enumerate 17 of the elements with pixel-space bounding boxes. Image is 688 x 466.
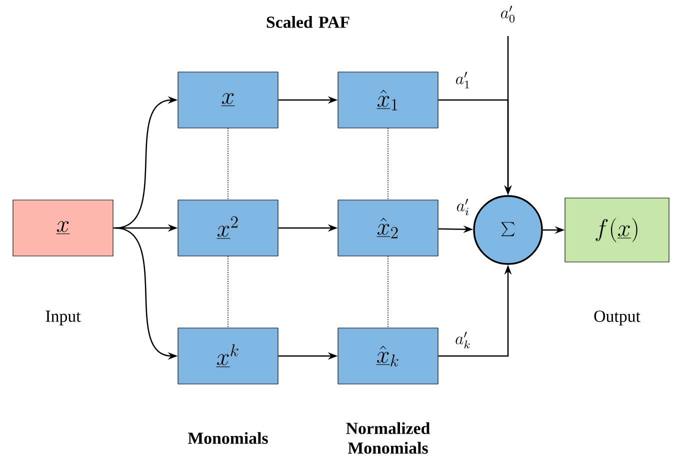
input-box: $\underline{x}$ [12,200,114,256]
edge-label: $a'_k$ [454,330,472,350]
node-caption: Input [46,310,81,326]
process-box: $\hat{\underline{x}}_2$ [338,200,438,256]
output-box: $f(\underline{x})$ [564,198,670,262]
column-label: Monomials [188,432,268,444]
column-label: Normalized Monomials [346,422,430,454]
edge-label: $a'_1$ [454,70,472,90]
process-box: $\hat{\underline{x}}_k$ [338,328,438,384]
process-box: $\underline{x}^2$ [178,200,278,256]
process-box: $\hat{\underline{x}}_1$ [338,72,438,128]
edge-label: $a'_i$ [454,197,472,217]
edge-label: $a'_0$ [498,4,518,24]
process-box: $\underline{x}$ [178,72,278,128]
node-caption: Output [594,310,640,326]
process-box: $\underline{x}^k$ [178,328,278,384]
column-label: Scaled PAF [266,16,350,28]
